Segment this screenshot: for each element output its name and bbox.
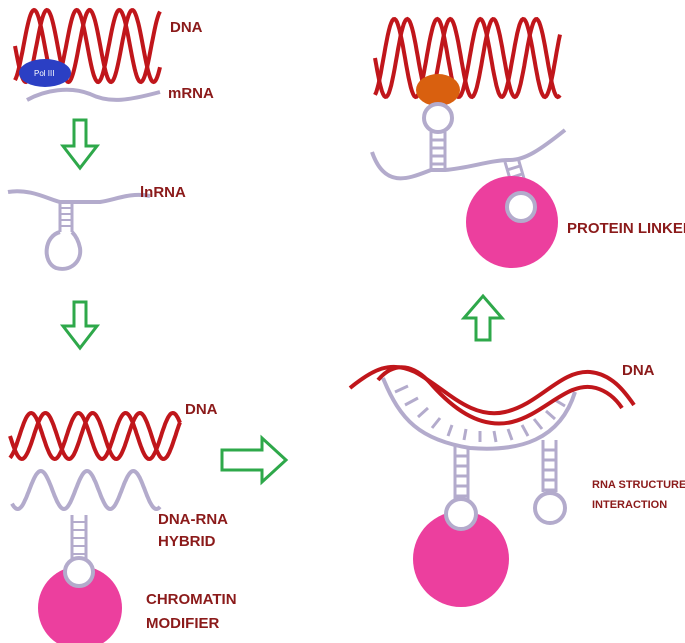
hybrid-stem-rungs [72, 521, 86, 555]
panel-dna-rna-hybrid: DNA DNA-RNA HYBRID CHROMATIN MODIFIER [8, 401, 237, 643]
linker-loop-top [422, 102, 454, 134]
chromatin-label-line1: CHROMATIN [146, 591, 237, 608]
hybrid-label-line1: DNA-RNA [158, 511, 228, 528]
dna-label-top: DNA [170, 19, 203, 36]
dna-wave-structure-1 [348, 364, 636, 416]
arrow-right [220, 434, 289, 486]
panel-lnrna: lnRNA [7, 184, 186, 271]
mrna-label: mRNA [168, 85, 214, 102]
dna-helix-top-right-2 [373, 16, 562, 100]
chromatin-modifier-protein [38, 566, 122, 643]
linker-stem-top [429, 132, 447, 170]
pol-iii-label: Pol III [34, 69, 54, 78]
mrna-strand [26, 87, 161, 102]
chromatin-label-line2: MODIFIER [146, 615, 219, 632]
hybrid-label-line2: HYBRID [158, 533, 216, 550]
dna-helix-top-left-2 [13, 7, 162, 85]
structure-loop-left [444, 497, 478, 531]
panel-transcription: Pol III DNA mRNA [13, 7, 214, 102]
lnrna-stem-rungs [60, 207, 72, 227]
structure-rna-backbone [381, 377, 577, 451]
arrow-down-2 [59, 300, 101, 351]
structure-loop-right [533, 491, 567, 525]
dna-helix-hybrid-2 [8, 410, 182, 462]
dna-label-structure: DNA [622, 362, 655, 379]
dna-label-hybrid: DNA [185, 401, 218, 418]
linker-loop-right [505, 191, 537, 223]
structure-rna-rungs [394, 384, 566, 443]
arrow-up [460, 293, 506, 342]
lnrna-strand [7, 189, 151, 204]
hybrid-rna-loop [63, 556, 95, 588]
dna-helix-top-left [13, 7, 162, 85]
linker-rna-strand [370, 128, 567, 181]
dna-tether-protein [416, 74, 460, 106]
pol-iii-enzyme [19, 59, 71, 87]
arrow-down-1 [59, 118, 101, 171]
panel-protein-linker: PROTEIN LINKER [370, 16, 685, 268]
rna-structure-label-line1: RNA STRUCTURE [592, 479, 685, 491]
rna-structure-label-line2: INTERACTION [592, 499, 667, 511]
lnrna-label: lnRNA [140, 184, 186, 201]
dna-wave-structure-2 [376, 365, 624, 426]
structure-protein [413, 511, 509, 607]
structure-stem-right [541, 440, 558, 492]
structure-stem-left [453, 446, 470, 500]
protein-linker-label: PROTEIN LINKER [567, 220, 685, 237]
lnrna-loop [44, 230, 83, 271]
protein-linker-protein [466, 176, 558, 268]
hybrid-rna-strand [10, 468, 162, 512]
panel-rna-structure: DNA RNA STRUCTURE INTERACTION [348, 362, 685, 607]
